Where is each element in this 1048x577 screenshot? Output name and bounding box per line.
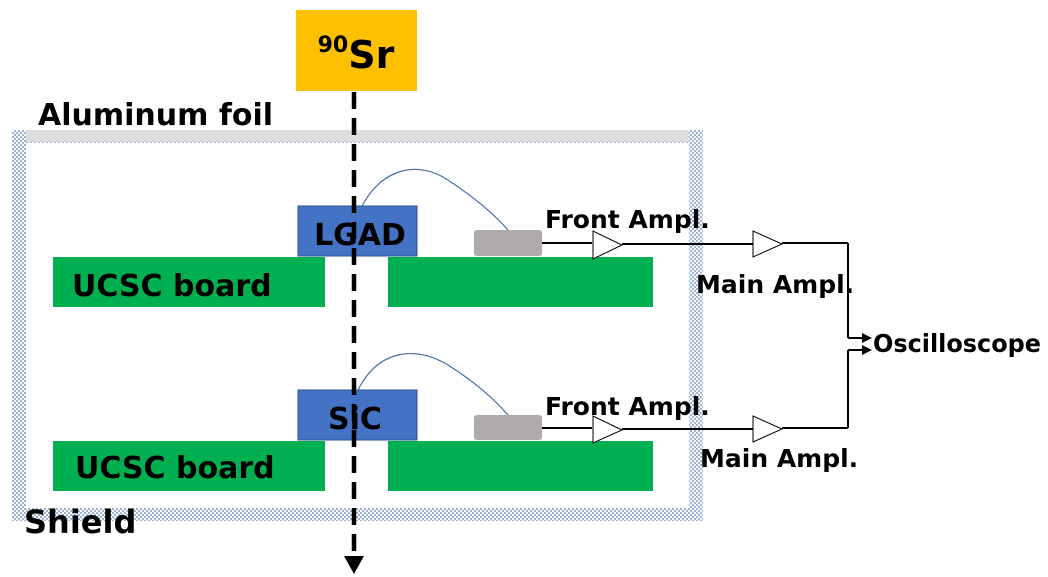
ucsc-board-bottom-left [53, 441, 325, 491]
main-amp-top-icon [752, 230, 784, 258]
oscilloscope-label: Oscilloscope [873, 329, 1041, 358]
bond-wire-bottom [357, 352, 509, 416]
beam-arrow-icon [344, 556, 364, 574]
aluminum-foil [26, 130, 689, 142]
lgad-label: LGAD [314, 218, 406, 253]
main-amp-bottom-icon [752, 415, 784, 443]
connector-bottom [474, 415, 542, 440]
shield-label: Shield [24, 503, 136, 541]
ucsc-board-top-label: UCSC board [72, 269, 272, 304]
lgad-sensor [297, 205, 418, 257]
main-amp-bottom-label: Main Ampl. [700, 444, 858, 473]
front-amp-top-icon [592, 230, 624, 260]
main-amp-top-label: Main Ampl. [696, 270, 854, 299]
sic-sensor [297, 389, 418, 441]
front-amp-top-label: Front Ampl. [545, 205, 710, 234]
front-amp-bottom-icon [592, 415, 624, 444]
ucsc-board-bottom-right [388, 441, 653, 491]
aluminum-foil-label: Aluminum foil [38, 98, 273, 133]
ucsc-board-top-left [53, 257, 325, 307]
connector-top [474, 230, 542, 256]
ucsc-board-top-right [388, 257, 653, 307]
sr90-source [296, 10, 417, 91]
ucsc-board-bottom-label: UCSC board [75, 451, 275, 486]
source-label: 90Sr [318, 33, 395, 77]
sic-label: SiC [328, 402, 382, 437]
source-element: Sr [348, 33, 394, 77]
bond-wire-top [361, 168, 509, 231]
source-mass-number: 90 [318, 33, 349, 58]
front-amp-bottom-label: Front Ampl. [545, 392, 710, 421]
